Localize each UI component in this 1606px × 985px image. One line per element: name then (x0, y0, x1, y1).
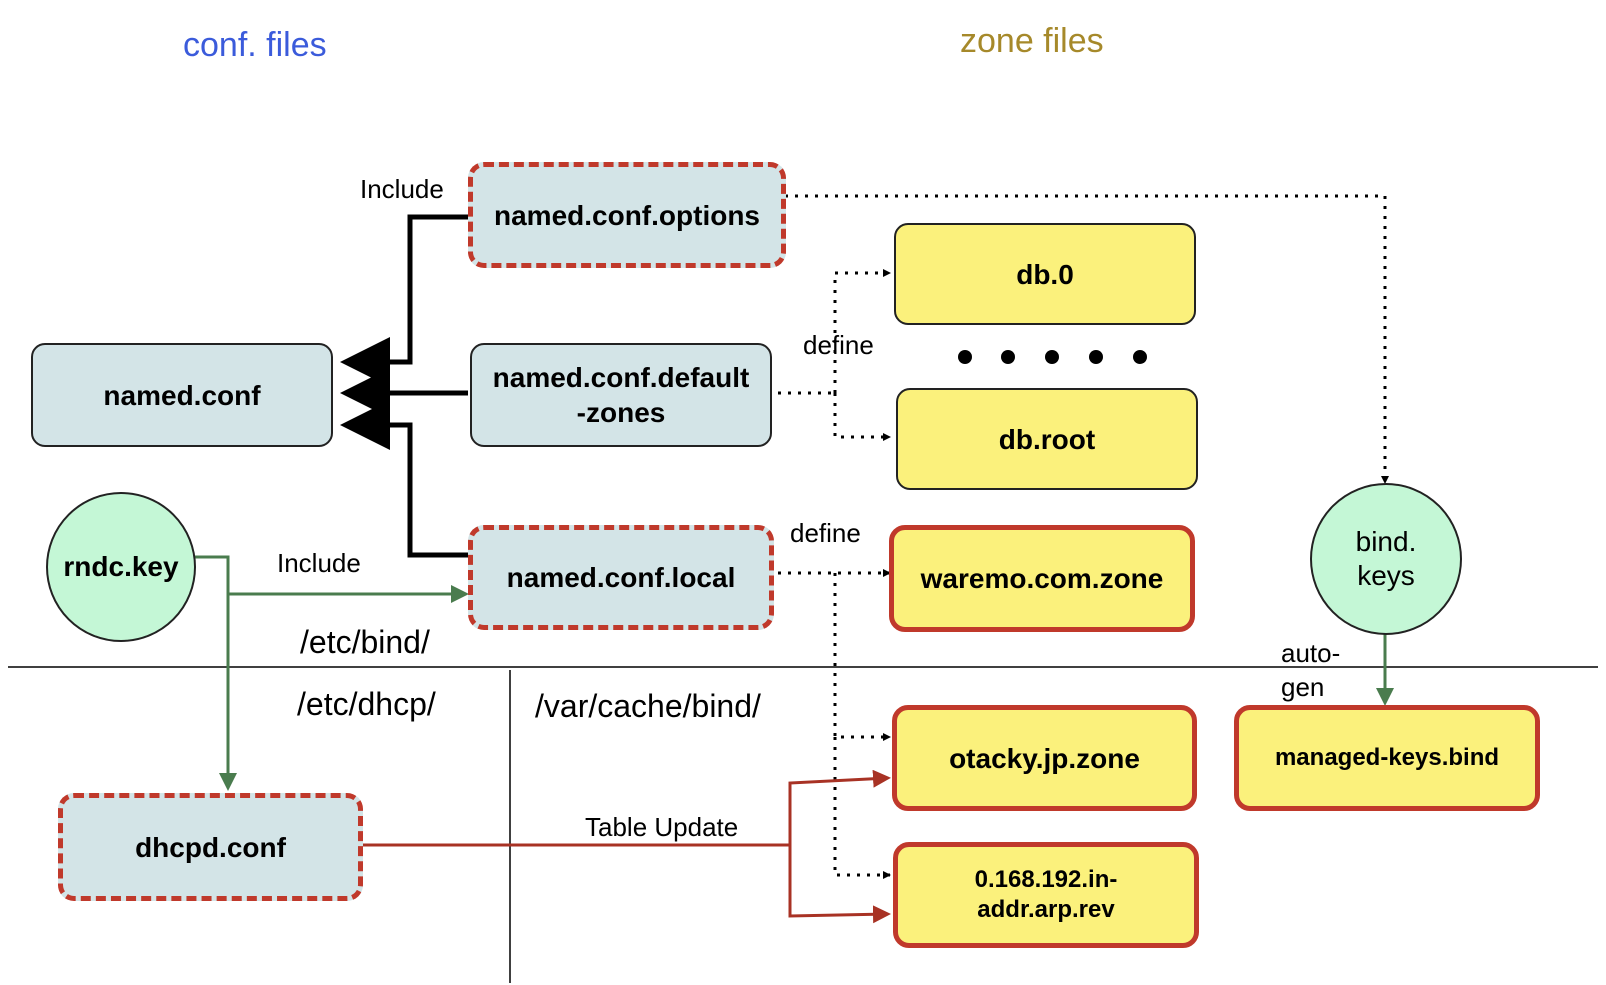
node-rev-zone-label-1: 0.168.192.in- (974, 866, 1118, 893)
node-bind-keys-label-2: keys (1357, 560, 1415, 591)
ellipsis-dot (958, 350, 972, 364)
ellipsis-dot (1045, 350, 1059, 364)
edge-options-to-named-conf (340, 214, 468, 387)
heading-zone-files: zone files (960, 22, 1104, 60)
path-var-cache-bind: /var/cache/bind/ (535, 688, 761, 724)
node-default-zones-label-2: -zones (576, 397, 666, 428)
ellipsis-dot (1001, 350, 1015, 364)
edge-define-dbroot (833, 393, 891, 441)
edge-rndc-to-local (195, 555, 469, 603)
heading-conf-files: conf. files (183, 26, 327, 64)
node-dhcpd-conf[interactable]: dhcpd.conf (58, 793, 363, 901)
node-waremo-zone-label: waremo.com.zone (920, 563, 1164, 594)
node-bind-keys-label-1: bind. (1355, 526, 1417, 558)
node-named-conf-local[interactable]: named.conf.local (468, 525, 774, 630)
node-waremo-zone[interactable]: waremo.com.zone (889, 525, 1195, 632)
edge-define-db0 (833, 269, 891, 393)
edge-label-define-local: define (790, 518, 861, 548)
node-named-conf[interactable]: named.conf (31, 343, 333, 447)
node-rndc-key[interactable]: rndc.key (46, 492, 196, 642)
node-db-0[interactable]: db.0 (894, 223, 1196, 325)
ellipsis-dot (1089, 350, 1103, 364)
edge-update-rev (788, 845, 891, 924)
node-named-conf-label: named.conf (103, 379, 261, 411)
node-dhcpd-conf-label: dhcpd.conf (135, 831, 286, 863)
edge-label-define-default: define (803, 330, 874, 360)
edge-update-otacky (788, 769, 891, 845)
node-db-root[interactable]: db.root (896, 388, 1198, 490)
node-managed-keys[interactable]: managed-keys.bind (1234, 705, 1540, 811)
edge-label-include-top: Include (360, 174, 444, 204)
node-named-conf-default-zones[interactable]: named.conf.default -zones (470, 343, 772, 447)
node-default-zones-label-1: named.conf.default (492, 362, 750, 393)
node-db-root-label: db.root (998, 423, 1096, 455)
node-managed-keys-label: managed-keys.bind (1274, 744, 1500, 771)
node-rndc-key-label: rndc.key (63, 551, 179, 583)
node-named-conf-options[interactable]: named.conf.options (468, 162, 786, 268)
edge-define-rev (833, 737, 891, 879)
edge-label-auto-gen-1: auto- (1281, 638, 1341, 668)
edge-local-to-named-conf (340, 400, 468, 558)
edge-define-otacky (833, 573, 891, 741)
node-rev-zone[interactable]: 0.168.192.in- addr.arp.rev (893, 842, 1199, 948)
node-rev-zone-label-2: addr.arp.rev (977, 896, 1115, 923)
node-otacky-zone[interactable]: otacky.jp.zone (892, 705, 1197, 811)
edge-options-to-bind-keys (785, 194, 1389, 484)
edge-label-table-update: Table Update (585, 812, 739, 842)
node-otacky-zone-label: otacky.jp.zone (949, 742, 1140, 774)
edge-label-include-rndc: Include (277, 548, 361, 578)
node-named-conf-options-label: named.conf.options (494, 199, 760, 231)
path-etc-bind: /etc/bind/ (300, 624, 430, 660)
edge-label-auto-gen-2: gen (1281, 672, 1325, 702)
ellipsis-dot (1133, 350, 1147, 364)
node-db-0-label: db.0 (1016, 258, 1074, 290)
path-etc-dhcp: /etc/dhcp/ (297, 686, 436, 722)
node-bind-keys[interactable]: bind. keys (1310, 483, 1462, 635)
node-named-conf-local-label: named.conf.local (506, 562, 736, 593)
